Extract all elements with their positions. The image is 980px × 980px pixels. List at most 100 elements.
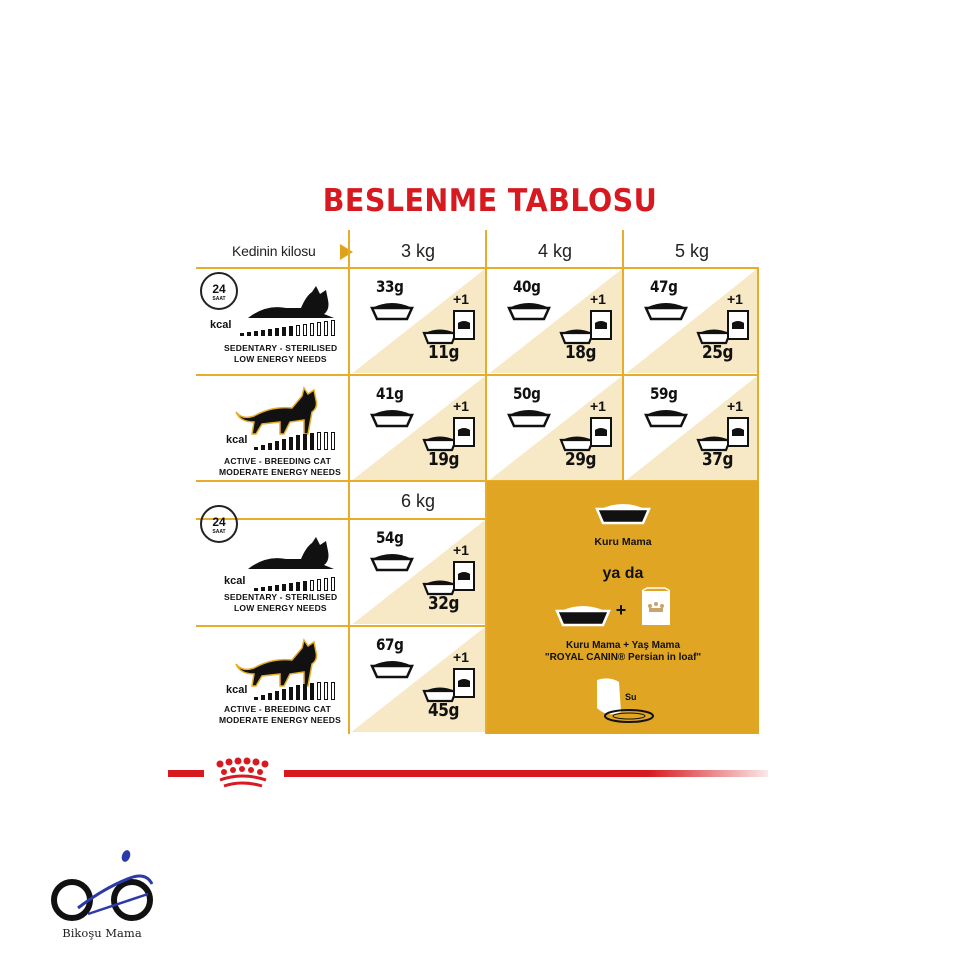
- dry-amount: 40g: [513, 277, 541, 296]
- profile-line2: MODERATE ENERGY NEEDS: [219, 715, 341, 725]
- plus-one-label: +1: [453, 291, 469, 307]
- dry-food-bowl-icon: [555, 606, 611, 627]
- wet-food-pouch-icon: [641, 587, 671, 625]
- dry-food-bowl-icon: [559, 436, 595, 452]
- grid-line: [196, 267, 759, 269]
- grid-line: [757, 267, 759, 481]
- feeding-cell: 59g +1 37g: [624, 376, 757, 480]
- page-title: BESLENME TABLOSU: [322, 183, 658, 219]
- profile-active-1: kcal ACTIVE - BREEDING CAT MODERATE ENER…: [196, 376, 348, 480]
- lying-cat-icon: [248, 537, 334, 569]
- clock-24h-icon: 24 SAAT: [200, 272, 238, 310]
- kcal-label: kcal: [210, 319, 232, 331]
- brand-line: [168, 770, 768, 777]
- mixed-amount: 18g: [565, 342, 596, 363]
- dry-food-bowl-icon: [644, 303, 688, 321]
- profile-active-2: kcal ACTIVE - BREEDING CAT MODERATE ENER…: [196, 628, 348, 734]
- diagonal-split: [626, 376, 757, 480]
- grid-line: [196, 480, 759, 482]
- dry-food-bowl-icon: [422, 436, 458, 452]
- mixed-amount: 45g: [428, 700, 459, 721]
- dry-food-bowl-icon: [644, 410, 688, 428]
- col-head-3kg: 3 kg: [400, 241, 436, 261]
- feeding-cell: 67g +1 45g: [350, 627, 485, 732]
- wet-food-pouch-icon: [453, 561, 475, 591]
- mixed-amount: 32g: [428, 593, 459, 614]
- mixed-amount: 29g: [565, 449, 596, 470]
- diagonal-split: [489, 269, 622, 373]
- dry-food-bowl-icon: [370, 410, 414, 428]
- legend-dry-label: Kuru Mama: [594, 536, 652, 548]
- grid-line: [196, 518, 487, 520]
- dry-food-bowl-icon: [559, 329, 595, 345]
- bicycle-logo-icon: [51, 850, 154, 921]
- dry-amount: 47g: [650, 277, 678, 296]
- dry-amount: 67g: [376, 635, 404, 654]
- diagonal-split: [352, 520, 485, 624]
- dry-amount: 41g: [376, 384, 404, 403]
- kcal-label: kcal: [226, 434, 248, 446]
- dry-food-bowl-icon: [370, 554, 414, 572]
- feeding-cell: 40g +1 18g: [487, 269, 622, 373]
- dry-food-bowl-icon: [507, 410, 551, 428]
- grid-line: [485, 230, 487, 481]
- clock-number: 24: [212, 515, 226, 529]
- col-head-6kg: 6 kg: [400, 491, 436, 511]
- feeding-cell: 50g +1 29g: [487, 376, 622, 480]
- legend-combo-line1: Kuru Mama + Yaş Mama: [565, 640, 681, 651]
- legend-panel: Kuru Mama ya da + Kuru Mama + Yaş Mama "…: [487, 481, 759, 734]
- wet-food-pouch-icon: [453, 417, 475, 447]
- grid-line: [196, 374, 759, 376]
- feeding-cell: 54g +1 32g: [350, 520, 485, 624]
- profile-line1: SEDENTARY - STERILISED: [224, 343, 338, 353]
- diagonal-split: [352, 376, 485, 480]
- dry-amount: 59g: [650, 384, 678, 403]
- wet-food-pouch-icon: [590, 310, 612, 340]
- energy-bars-icon: [254, 577, 335, 591]
- profile-sedentary-2: 24 SAAT kcal SEDENTARY - STERILISED LOW …: [196, 497, 348, 625]
- clock-24h-icon: 24 SAAT: [200, 505, 238, 543]
- wet-food-pouch-icon: [727, 310, 749, 340]
- wet-food-pouch-icon: [453, 668, 475, 698]
- plus-one-label: +1: [590, 398, 606, 414]
- lying-cat-icon: [248, 286, 334, 318]
- dry-food-bowl-icon: [595, 504, 651, 525]
- dry-food-bowl-icon: [507, 303, 551, 321]
- dry-food-bowl-icon: [696, 329, 732, 345]
- dry-food-bowl-icon: [696, 436, 732, 452]
- profile-line2: MODERATE ENERGY NEEDS: [219, 467, 341, 477]
- weight-label: Kedinin kilosu: [232, 243, 316, 259]
- plus-one-label: +1: [453, 649, 469, 665]
- energy-bars-icon: [254, 682, 335, 700]
- profile-sedentary-1: 24 SAAT kcal SEDENTARY - STERILISED LOW …: [196, 262, 348, 374]
- clock-number: 24: [212, 282, 226, 296]
- grid-line: [196, 625, 487, 627]
- standing-cat-icon: [235, 386, 318, 435]
- dry-food-bowl-icon: [422, 687, 458, 703]
- legend-combo-line2: "ROYAL CANIN® Persian in loaf": [544, 652, 702, 663]
- brand-footer-text: Bikoşu Mama: [62, 926, 142, 940]
- dry-amount: 54g: [376, 528, 404, 547]
- profile-line2: LOW ENERGY NEEDS: [234, 603, 327, 613]
- dry-amount: 33g: [376, 277, 404, 296]
- mixed-amount: 11g: [428, 342, 459, 363]
- dry-amount: 50g: [513, 384, 541, 403]
- wet-food-pouch-icon: [727, 417, 749, 447]
- energy-bars-icon: [254, 432, 335, 450]
- col-head-4kg: 4 kg: [537, 241, 573, 261]
- legend-water-label: Su: [625, 692, 637, 702]
- diagonal-split: [626, 269, 757, 373]
- crown-logo: [204, 756, 284, 792]
- plus-one-label: +1: [453, 542, 469, 558]
- plus-one-label: +1: [727, 398, 743, 414]
- legend-plus-sign: +: [615, 600, 627, 620]
- profile-line2: LOW ENERGY NEEDS: [234, 354, 327, 364]
- grid-line: [485, 481, 487, 734]
- mixed-amount: 37g: [702, 449, 733, 470]
- diagonal-split: [352, 269, 485, 373]
- water-bowl-icon: [597, 678, 654, 723]
- profile-line1: ACTIVE - BREEDING CAT: [224, 704, 331, 714]
- plus-one-label: +1: [590, 291, 606, 307]
- plus-one-label: +1: [453, 398, 469, 414]
